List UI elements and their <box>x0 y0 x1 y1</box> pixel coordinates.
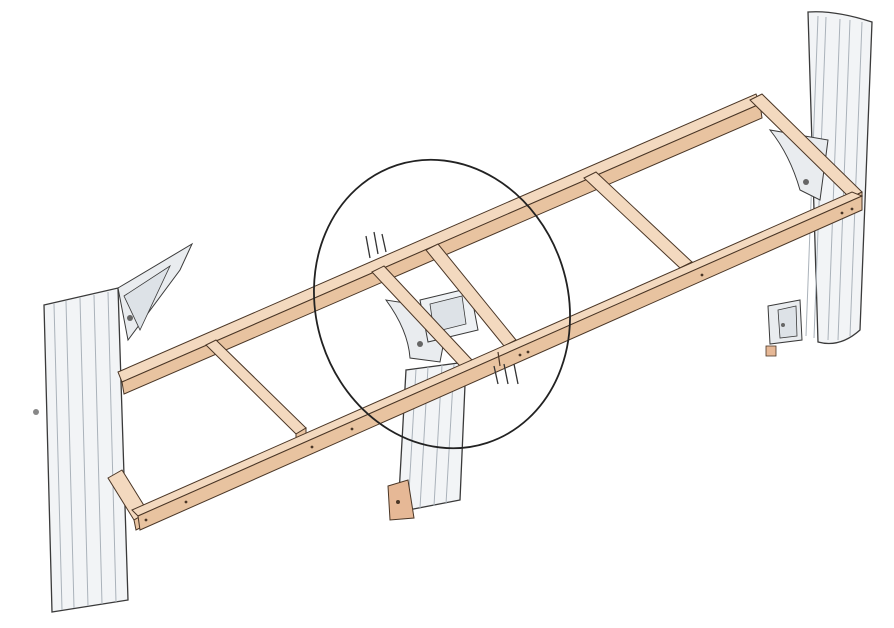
left-post <box>33 242 194 613</box>
bolt-icon <box>365 231 519 385</box>
crossbar-1 <box>205 339 307 445</box>
bolt-holes <box>144 207 854 522</box>
right-post <box>765 11 873 357</box>
crossbar-4 <box>583 171 693 281</box>
detail-callout-icon <box>313 158 571 450</box>
front-beam <box>131 191 864 531</box>
